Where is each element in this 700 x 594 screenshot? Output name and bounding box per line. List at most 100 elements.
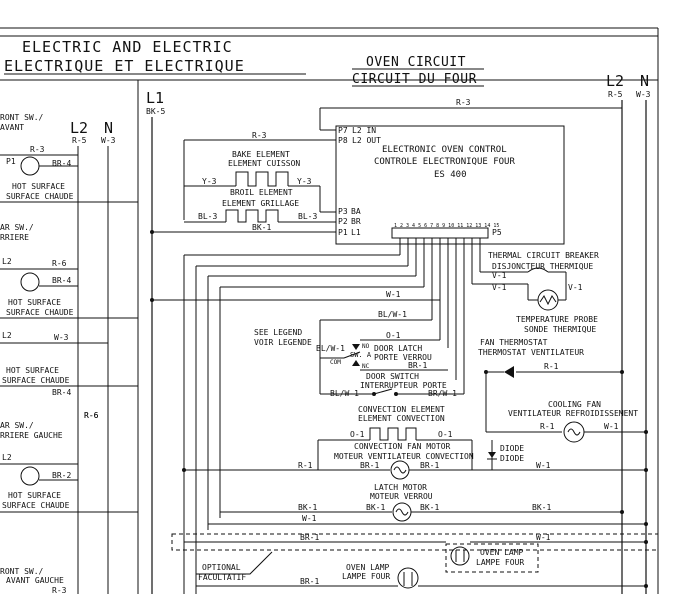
left-br2: BR-2 — [52, 471, 71, 480]
fan-thermo-fr: THERMOSTAT VENTILATEUR — [478, 348, 584, 357]
door-sw-fr: INTERRUPTEUR PORTE — [360, 381, 447, 390]
left-l2c: L2 — [2, 453, 12, 462]
broil-element-coil — [225, 209, 279, 223]
left-hot1-fr: SURFACE CHAUDE — [6, 192, 74, 201]
wire-bk1-latch-far: BK-1 — [532, 503, 551, 512]
eoc-p5-connector — [391, 227, 489, 239]
wire-w1-main: W-1 — [386, 290, 401, 299]
cool-fr: VENTILATEUR REFROIDISSEMENT — [508, 409, 638, 418]
wire-bl3-right: BL-3 — [298, 212, 317, 221]
wire-brw1: BR/W-1 — [428, 389, 457, 398]
conv-el-en: CONVECTION ELEMENT — [358, 405, 445, 414]
left-l2a: L2 — [2, 257, 12, 266]
wire-bl3-left: BL-3 — [198, 212, 217, 221]
oven-circuit-fr: CIRCUIT DU FOUR — [352, 72, 477, 87]
wire-blw1-bot: BL/W-1 — [330, 389, 359, 398]
latch-motor-en: LATCH MOTOR — [374, 483, 427, 492]
latch-no-contact — [352, 344, 360, 350]
convection-element-coil — [369, 427, 417, 441]
left-w3: W-3 — [54, 333, 69, 342]
cool-en: COOLING FAN — [548, 400, 601, 409]
wire-y3-right: Y-3 — [297, 177, 312, 186]
left-hot2-en: HOT SURFACE — [8, 298, 61, 307]
left-r3a: R-3 — [30, 145, 45, 154]
thermal-fr: DISJONCTEUR THERMIQUE — [492, 262, 593, 271]
optional-lamp-symbol — [450, 546, 470, 566]
l2-sub: R-5 — [608, 90, 623, 99]
left-rear-sw2: AR SW./ — [0, 421, 34, 430]
oven-circuit-en: OVEN CIRCUIT — [366, 55, 466, 70]
l2-left-sub: R-5 — [72, 136, 87, 145]
wire-bk1-left: BK-1 — [298, 503, 317, 512]
left-front-sw: RONT SW./ — [0, 113, 44, 122]
wire-br1-lamp: BR-1 — [300, 577, 319, 586]
legend-fr: VOIR LEGENDE — [254, 338, 312, 347]
eoc-p3: P3 — [338, 207, 348, 216]
wire-br1-latch: BR-1 — [408, 361, 427, 370]
wire-r3-mid: R-3 — [252, 131, 267, 140]
sw-com: COM — [330, 359, 341, 366]
oven-lamp-symbol — [397, 567, 419, 589]
latch-motor-fr: MOTEUR VERROU — [370, 492, 433, 501]
wire-br1-opt: BR-1 — [300, 533, 319, 542]
wire-v1-a: V-1 — [492, 271, 507, 280]
n-sub: W-3 — [636, 90, 651, 99]
eoc-p1: P1 — [338, 228, 348, 237]
thermal-breaker-symbol — [527, 267, 549, 273]
wire-o1-conv-l: O-1 — [350, 430, 365, 439]
wire-blw1-left: BL/W-1 — [316, 344, 345, 353]
wire-w1-opt: W-1 — [536, 533, 551, 542]
wire-r1-motor: R-1 — [298, 461, 313, 470]
wire-br1-motor-r: BR-1 — [420, 461, 439, 470]
eoc-p5: P5 — [492, 228, 502, 237]
wire-bk1-latch-l: BK-1 — [366, 503, 385, 512]
wire-v1-c: V-1 — [568, 283, 583, 292]
eoc-p2-label: BR — [351, 217, 361, 226]
fan-thermo-en: FAN THERMOSTAT — [480, 338, 548, 347]
wire-o1-latch: O-1 — [386, 331, 401, 340]
conv-motor-en: CONVECTION FAN MOTOR — [354, 442, 451, 451]
eoc-p2: P2 — [338, 217, 348, 226]
n-label: N — [640, 72, 649, 90]
wire-br1-motor-l: BR-1 — [360, 461, 379, 470]
conv-motor-fr: MOTEUR VENTILATEUR CONVECTION — [334, 452, 474, 461]
sw-a: SW. A — [350, 351, 372, 359]
bake-en: BAKE ELEMENT — [232, 150, 290, 159]
conv-el-fr: ELEMENT CONVECTION — [358, 414, 445, 423]
eoc-p1-label: L1 — [351, 228, 361, 237]
oven-lamp-fr: LAMPE FOUR — [342, 572, 390, 581]
eoc-p7-label: L2 IN — [352, 126, 376, 135]
broil-fr: ELEMENT GRILLAGE — [222, 199, 299, 208]
wire-bk1-latch-r: BK-1 — [420, 503, 439, 512]
left-br4c: BR-4 — [52, 388, 71, 397]
eoc-title-fr: CONTROLE ELECTRONIQUE FOUR — [374, 157, 515, 167]
left-avant-gauche: AVANT GAUCHE — [6, 576, 64, 585]
latch-fr: PORTE VERROU — [374, 353, 432, 362]
left-arriere-gauche: RRIERE GAUCHE — [0, 431, 63, 440]
left-hot1-en: HOT SURFACE — [12, 182, 65, 191]
left-hot3-fr: SURFACE CHAUDE — [2, 376, 70, 385]
left-hot3-en: HOT SURFACE — [6, 366, 59, 375]
l2-label: L2 — [606, 72, 624, 90]
opt-lamp-fr: LAMPE FOUR — [476, 558, 524, 567]
diode-symbol — [488, 452, 496, 458]
legend-en: SEE LEGEND — [254, 328, 302, 337]
left-avant: AVANT — [0, 123, 24, 132]
wire-w1-motor: W-1 — [536, 461, 551, 470]
n-left-sub: W-3 — [101, 136, 116, 145]
title-fr: ELECTRIQUE ET ELECTRIQUE — [4, 57, 245, 75]
left-hot4-fr: SURFACE CHAUDE — [2, 501, 70, 510]
optional-box — [171, 533, 659, 551]
bake-element-coil — [235, 171, 289, 187]
broil-en: BROIL ELEMENT — [230, 188, 293, 197]
diode-en: DIODE — [500, 444, 524, 453]
eoc-title-en: ELECTRONIC OVEN CONTROL — [382, 145, 507, 155]
left-r6a: R-6 — [52, 259, 67, 268]
sw-no: NO — [362, 343, 370, 350]
left-front-sw2: RONT SW./ — [0, 567, 44, 576]
left-r6b: R-6 — [84, 411, 99, 420]
l1-label: L1 — [146, 89, 164, 107]
wire-r1-fan: R-1 — [544, 362, 559, 371]
left-arriere: RRIERE — [0, 233, 29, 242]
left-hot2-fr: SURFACE CHAUDE — [6, 308, 74, 317]
